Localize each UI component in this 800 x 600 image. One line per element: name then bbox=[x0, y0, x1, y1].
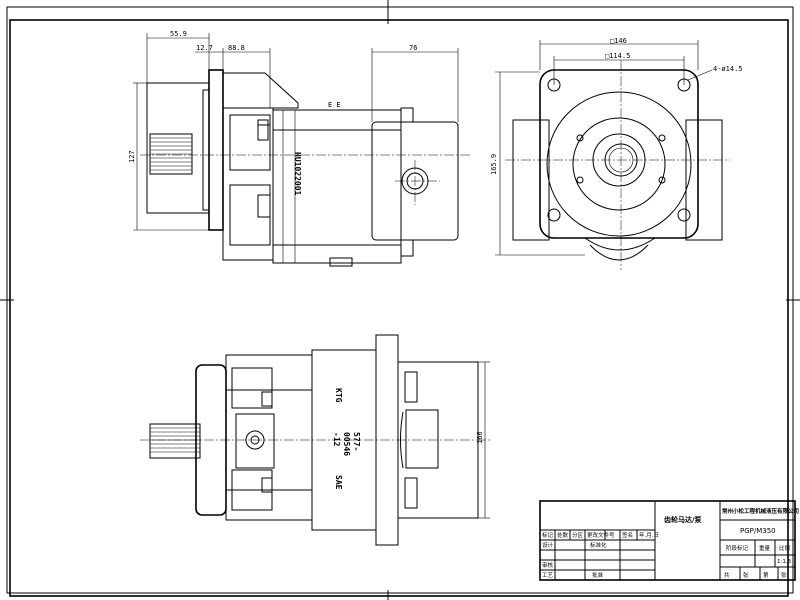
reference-mark: E E bbox=[328, 101, 341, 109]
tb-sheet-num: 第 bbox=[763, 571, 769, 579]
tb-header-docno: 更改文件号 bbox=[587, 531, 615, 539]
end-port-left bbox=[512, 119, 550, 241]
top-marking-577: 577- bbox=[352, 432, 361, 451]
bolt-hole bbox=[547, 208, 561, 222]
tb-header-date: 年.月.日 bbox=[639, 531, 659, 539]
dim-bolt-holes: 4-ø14.5 bbox=[713, 65, 743, 73]
tb-stage-label: 阶段标记 bbox=[726, 544, 749, 552]
port-block bbox=[371, 121, 459, 241]
top-marking-ktg: KTG bbox=[334, 388, 343, 403]
mounting-flange bbox=[208, 69, 224, 231]
tb-sheet-unit-2: 张 bbox=[781, 571, 787, 579]
tb-header-zone: 分区 bbox=[572, 531, 584, 539]
top-view: KTG 577- 00546 -12 SAE 166 bbox=[140, 334, 490, 546]
dim-top-height: 166 bbox=[476, 431, 484, 444]
front-view: HU1022001 E E 55.9 12.7 88.8 76 127 bbox=[128, 30, 470, 267]
tb-header-count: 处数 bbox=[557, 531, 569, 539]
shaft-guard bbox=[146, 82, 210, 214]
dim-flange-to-port: 88.8 bbox=[228, 44, 245, 52]
top-splined-shaft bbox=[149, 423, 201, 459]
end-port-right bbox=[685, 119, 723, 241]
end-view: □146 □114.5 4-ø14.5 165.9 bbox=[490, 37, 743, 270]
dim-shaft-height: 127 bbox=[128, 150, 136, 163]
dim-flange-inner: □114.5 bbox=[605, 52, 630, 60]
end-flange bbox=[539, 69, 699, 239]
dim-rear-offset: 76 bbox=[409, 44, 417, 52]
body-marking: HU1022001 bbox=[293, 152, 302, 196]
dim-shaft-length: 55.9 bbox=[170, 30, 187, 38]
tb-col-standard: 标准化 bbox=[590, 541, 607, 549]
title-block: 标记 处数 分区 更改文件号 签名 年.月.日 设计 审核 工艺 标准化 批准 … bbox=[539, 500, 799, 581]
tb-header-sign: 签名 bbox=[622, 531, 633, 539]
tb-company: 常州小松工程机械液压有限公司 bbox=[722, 507, 799, 515]
tb-scale-value: 1:1.3 bbox=[777, 559, 792, 565]
dim-end-height: 165.9 bbox=[490, 154, 498, 175]
end-body-circle bbox=[546, 91, 692, 237]
top-marking-12: -12 bbox=[332, 432, 341, 447]
top-marking-00546: 00546 bbox=[342, 432, 351, 456]
tb-sheet-unit-1: 张 bbox=[743, 571, 749, 579]
tb-part-name: 齿轮马达/泵 bbox=[664, 515, 702, 524]
tb-weight-label: 重量 bbox=[759, 544, 771, 552]
tb-model: PGP/M350 bbox=[740, 527, 776, 535]
tb-row-review: 审核 bbox=[542, 561, 554, 569]
dim-flange-thickness: 12.7 bbox=[196, 44, 213, 52]
bolt-hole bbox=[677, 208, 691, 222]
dim-flange-outer: □146 bbox=[610, 37, 627, 45]
tb-sheet-total: 共 bbox=[724, 571, 730, 579]
tb-header-mark: 标记 bbox=[542, 531, 554, 539]
tb-row-design: 设计 bbox=[542, 541, 554, 549]
tb-row-process: 工艺 bbox=[542, 572, 554, 579]
tb-scale-label: 比例 bbox=[779, 544, 791, 552]
tb-col-approve: 批准 bbox=[592, 571, 604, 579]
top-marking-sae: SAE bbox=[334, 475, 343, 490]
